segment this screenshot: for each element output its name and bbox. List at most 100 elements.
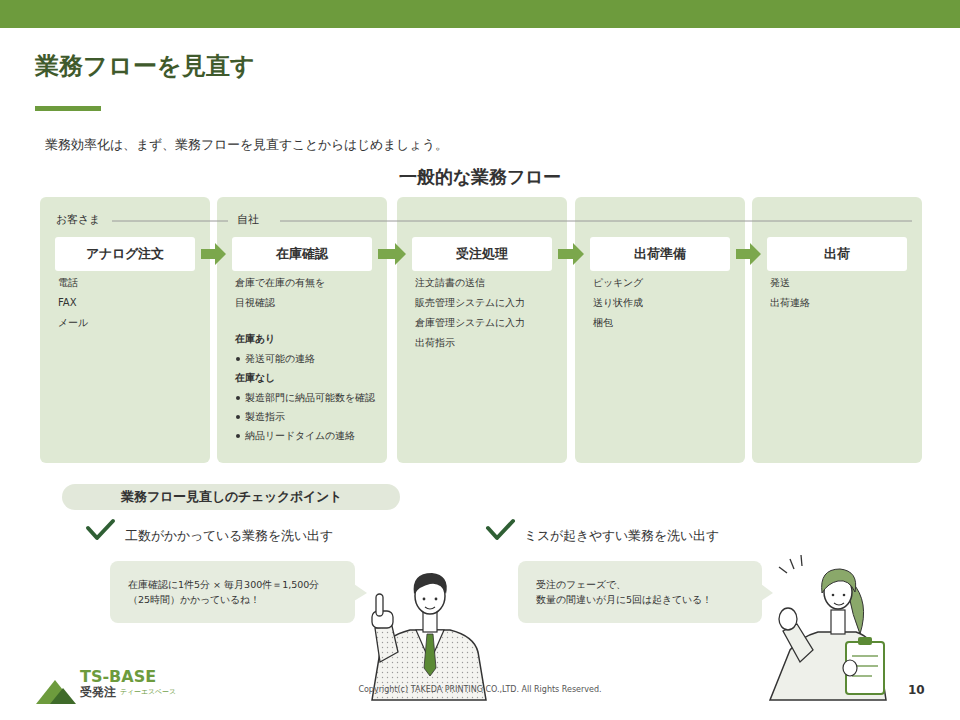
woman-illustration: [770, 555, 886, 700]
logo-text: TS-BASE: [80, 667, 156, 686]
page-number: 10: [908, 683, 925, 697]
top-bar: [0, 0, 960, 28]
text-run: 販売管理システムに入力: [415, 297, 525, 308]
divider-line: [280, 221, 912, 222]
lane-label: 自社: [237, 213, 259, 226]
text-run: メール: [58, 317, 88, 328]
logo-subtext: 受発注: [80, 685, 116, 699]
panel-body: ピッキング送り状作成梱包: [593, 273, 737, 333]
text-run: 電話: [58, 277, 78, 288]
bullet-item: 製造部門に納品可能数を確認: [235, 388, 379, 407]
text-run: 出荷指示: [415, 337, 455, 348]
lane-label: お客さま: [56, 213, 100, 226]
task-text: 出荷連絡: [770, 293, 914, 313]
art-part: [834, 603, 844, 605]
art-part: [770, 632, 886, 700]
text-run: 出荷連絡: [770, 297, 810, 308]
title-underline: [35, 106, 101, 111]
process-panel: 発送出荷連絡 出荷: [752, 197, 922, 463]
art-part: [852, 655, 878, 656]
art-part: [843, 594, 846, 597]
text-run: FAX: [58, 297, 77, 308]
task-text: 発送: [770, 273, 914, 293]
task-text: 倉庫で在庫の有無を 目視確認: [235, 273, 339, 313]
bubble-text: 受注のフェーズで、 数量の間違いが月に5回は起きている！: [536, 577, 750, 607]
art-part: [779, 608, 797, 630]
panel-fills: [40, 197, 922, 463]
text-run: 梱包: [593, 317, 613, 328]
art-part: [790, 559, 794, 569]
section-pill: 業務フロー見直しのチェックポイント: [62, 484, 400, 510]
bullet-dot: [236, 415, 240, 419]
flow-arrow: [558, 243, 584, 265]
bubble-tail: [354, 584, 367, 601]
process-panel: ピッキング送り状作成梱包 出荷準備: [575, 197, 745, 463]
task-text: 販売管理システムに入力: [415, 293, 559, 313]
bullet-dot: [236, 357, 240, 361]
panel-fill: [40, 197, 210, 463]
art-part: [425, 607, 435, 609]
panel-fill: [752, 197, 922, 463]
man-illustration: [372, 573, 486, 700]
panel-body: 注文請書の送信販売管理システムに入力倉庫管理システムに入力出荷指示: [415, 273, 559, 353]
task-text: 電話: [58, 273, 202, 293]
bullet-item: 納品リードタイムの連絡: [235, 426, 379, 445]
bullet-dot: [236, 434, 240, 438]
task-text: 注文請書の送信: [415, 273, 559, 293]
copyright: Copyright(c) TAKEDA PRINTING CO.,LTD. Al…: [358, 685, 601, 695]
flow-arrow: [736, 243, 761, 265]
art-part: [414, 573, 447, 594]
box-label: 出荷: [824, 245, 850, 263]
text-run: 発送: [770, 277, 790, 288]
process-panel: 電話 FAX メール アナログ注文: [40, 197, 210, 463]
art-part: [822, 569, 856, 593]
bubble-tail: [761, 584, 773, 601]
panel-body: 電話 FAX メール: [58, 273, 202, 333]
text-run: 在庫なし: [235, 372, 275, 383]
art-part: [831, 610, 845, 634]
art-part: [50, 688, 76, 704]
task-text: 出荷指示: [415, 333, 559, 353]
text-run: 納品リードタイムの連絡: [245, 430, 355, 441]
logo-mark: [36, 680, 76, 704]
section-heading: 一般的な業務フロー: [399, 166, 561, 188]
check-icon: [488, 521, 513, 538]
bullet-item: 製造指示: [235, 407, 379, 426]
text-run: 注文請書の送信: [415, 277, 485, 288]
bullet-dot: [236, 396, 240, 400]
text-run: 送り状作成: [593, 297, 643, 308]
process-header: 出荷: [767, 237, 907, 271]
sub-heading: 在庫あり: [235, 329, 379, 349]
art-part: [424, 634, 436, 676]
task-text: 倉庫管理システムに入力: [415, 313, 559, 333]
box-label: 出荷準備: [634, 245, 686, 263]
text-run: 倉庫で在庫の有無を 目視確認: [235, 277, 325, 308]
logo-kana: ティーエスベース: [120, 688, 176, 696]
slide-title: 業務フローを見直す: [35, 52, 255, 81]
check-icon: [88, 521, 113, 538]
checkpoint-text: ミスが起きやすい業務を洗い出す: [524, 528, 719, 544]
box-label: 業務フロー見直しのチェックポイント: [121, 488, 342, 506]
process-header: 受注処理: [412, 237, 552, 271]
process-panel: 注文請書の送信販売管理システムに入力倉庫管理システムに入力出荷指示 受注処理: [397, 197, 567, 463]
art-part: [832, 594, 835, 597]
box-label: アナログ注文: [86, 245, 164, 263]
bubble-text: 在庫確認に1件5分 × 毎月300件＝1,500分 （25時間）かかっているね！: [128, 577, 343, 607]
art-part: [376, 594, 383, 616]
panel-fill: [575, 197, 745, 463]
task-text: メール: [58, 313, 202, 333]
process-header: 出荷準備: [590, 237, 730, 271]
art-part: [423, 598, 426, 601]
task-text: 梱包: [593, 313, 737, 333]
text-run: 発送可能の連絡: [245, 353, 315, 364]
panel-body: 発送出荷連絡: [770, 273, 914, 313]
process-header: 在庫確認: [232, 237, 372, 271]
box-label: 受注処理: [456, 245, 508, 263]
text-run: ピッキング: [593, 277, 643, 288]
art-part: [843, 660, 857, 676]
art-part: [435, 598, 438, 601]
text-run: 製造部門に納品可能数を確認: [245, 392, 375, 403]
task-text: 送り状作成: [593, 293, 737, 313]
